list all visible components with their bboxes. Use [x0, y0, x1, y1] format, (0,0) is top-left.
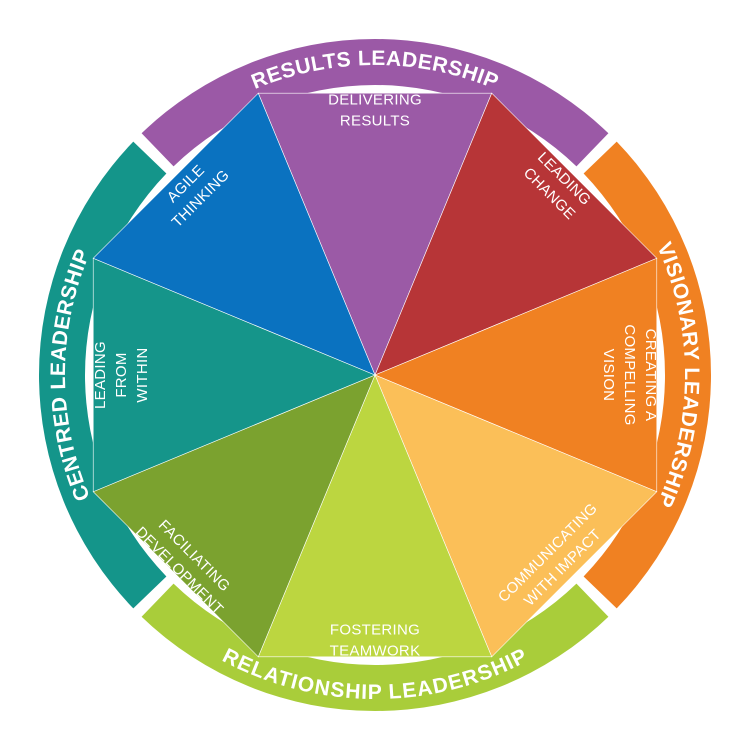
ring-centred [38, 141, 167, 609]
segment-label-line: LEADING [92, 341, 109, 409]
segment-label-line: VISION [600, 349, 617, 402]
segment-label-line: RESULTS [340, 113, 410, 130]
inner-wheel [92, 92, 658, 658]
segment-label-line: FROM [113, 352, 130, 397]
segment-label-line: COMPELLING [621, 324, 638, 425]
segment-agile-thinking [92, 92, 376, 376]
segment-label-fostering-teamwork: FOSTERING TEAMWORK [330, 622, 421, 660]
segment-label-line: DELIVERING [328, 92, 422, 109]
segment-label-delivering-results: DELIVERING RESULTS [328, 92, 422, 130]
segment-label-line: TEAMWORK [330, 643, 421, 660]
ring-visionary [583, 141, 711, 609]
segment-label-line: WITHIN [134, 347, 151, 402]
ring-results [141, 38, 609, 167]
segment-label-line: FOSTERING [330, 622, 420, 639]
ring-relationship [141, 583, 609, 711]
segment-label-creating-vision: CREATING ACOMPELLINGVISION [600, 324, 659, 425]
outer-ring [38, 38, 711, 711]
segment-label-line: CREATING A [642, 329, 659, 422]
